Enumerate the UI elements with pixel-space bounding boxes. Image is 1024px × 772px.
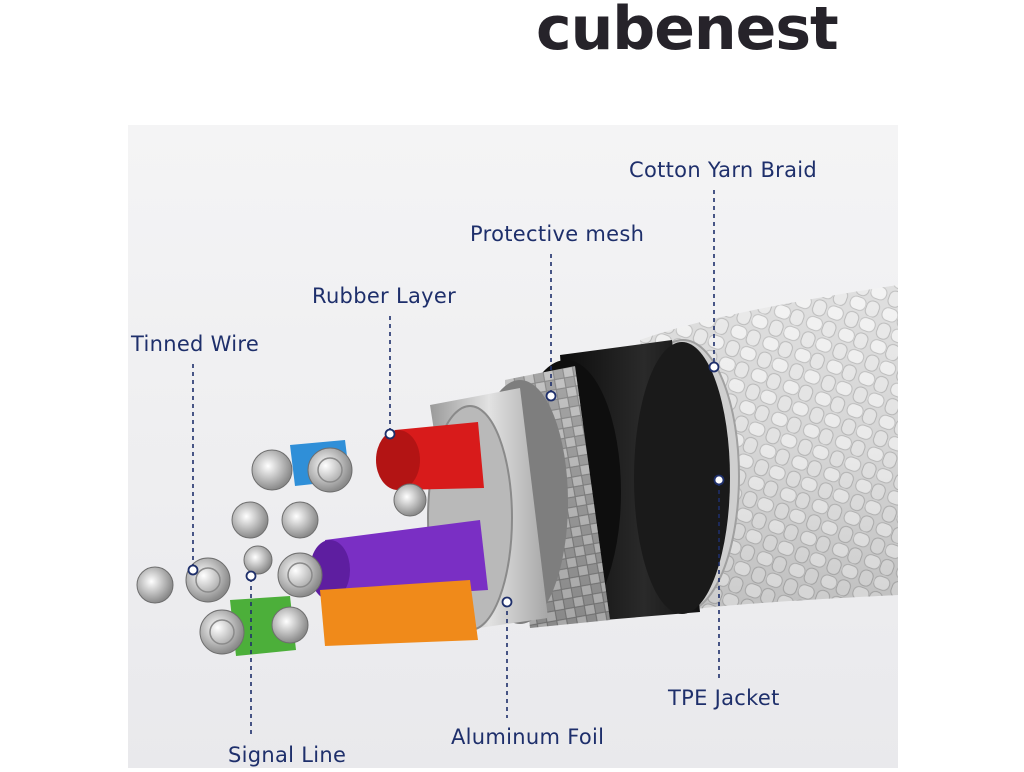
label-tinned-wire: Tinned Wire: [131, 332, 260, 356]
leader-lines: [192, 190, 720, 738]
dot-cotton-yarn-braid: [708, 361, 720, 373]
label-aluminum-foil: Aluminum Foil: [451, 725, 605, 749]
label-cotton-yarn-braid: Cotton Yarn Braid: [629, 158, 818, 182]
dot-rubber-layer: [384, 428, 396, 440]
dot-signal-line: [245, 570, 257, 582]
tinned-wire-bundles: [136, 447, 427, 655]
dot-protective-mesh: [545, 390, 557, 402]
dot-tpe-jacket: [713, 474, 725, 486]
label-tpe-jacket: TPE Jacket: [668, 686, 780, 710]
label-signal-line: Signal Line: [228, 743, 347, 767]
dot-tinned-wire: [187, 564, 199, 576]
label-rubber-layer: Rubber Layer: [312, 284, 456, 308]
callout-dots: [187, 361, 725, 608]
brand-logo-text: cubenest: [536, 0, 839, 64]
label-protective-mesh: Protective mesh: [470, 222, 645, 246]
dot-aluminum-foil: [501, 596, 513, 608]
